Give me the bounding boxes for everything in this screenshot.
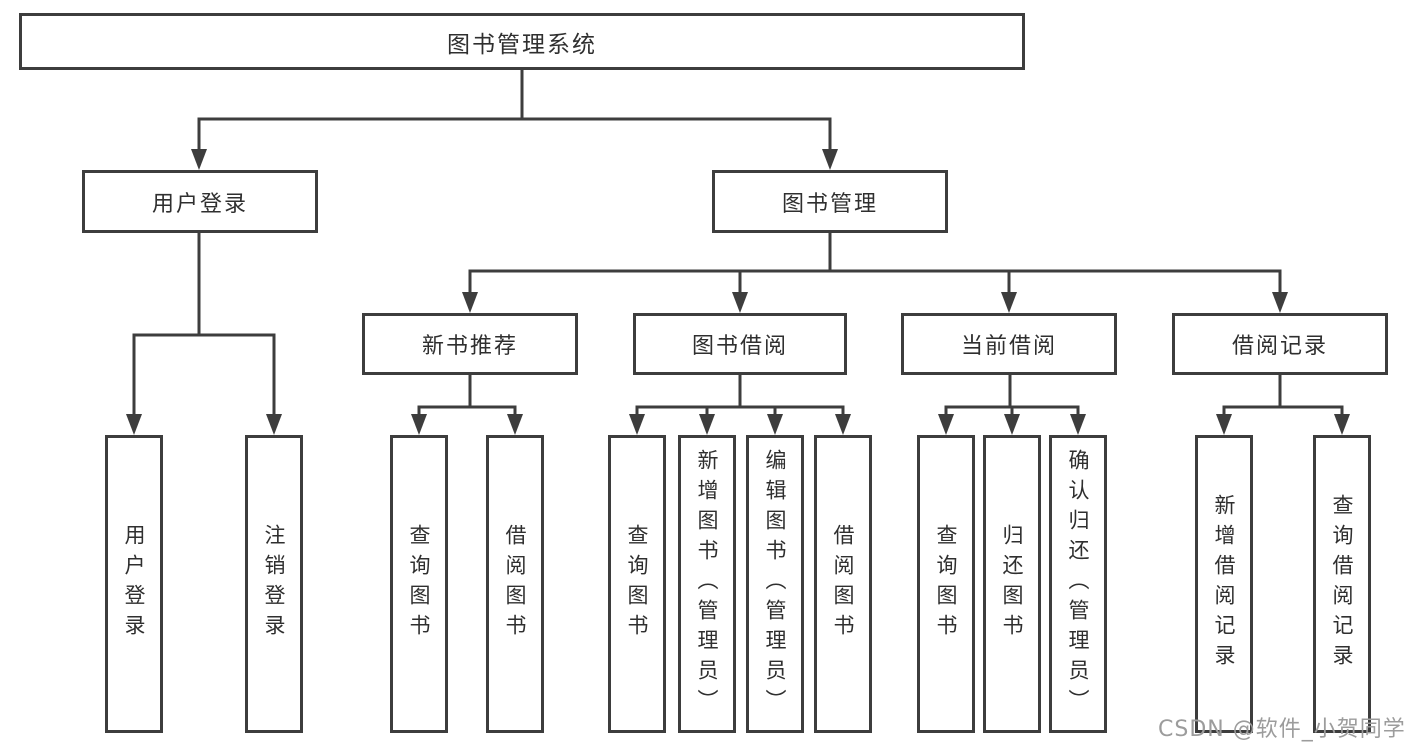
node-cb-confirm-return-admin: 确认归还（管理员）: [1049, 435, 1107, 733]
node-cb-query-book: 查询图书: [917, 435, 975, 733]
arrow-down-icon: [1070, 414, 1086, 435]
arrow-down-icon: [629, 414, 645, 435]
arrow-down-icon: [1004, 414, 1020, 435]
arrow-down-icon: [767, 414, 783, 435]
arrow-down-icon: [938, 414, 954, 435]
node-book-borrowing: 图书借阅: [633, 313, 847, 375]
node-user-login-group: 用户登录: [82, 170, 318, 233]
node-nbr-borrow-book: 借阅图书: [486, 435, 544, 733]
node-book-management: 图书管理: [712, 170, 948, 233]
arrow-down-icon: [835, 414, 851, 435]
arrow-down-icon: [1001, 292, 1017, 313]
arrow-down-icon: [1216, 414, 1232, 435]
arrow-down-icon: [732, 292, 748, 313]
node-br-query-record: 查询借阅记录: [1313, 435, 1371, 733]
node-bb-add-book-admin: 新增图书（管理员）: [678, 435, 736, 733]
node-library-management-system: 图书管理系统: [19, 13, 1025, 70]
arrow-down-icon: [1272, 292, 1288, 313]
node-bb-borrow-book: 借阅图书: [814, 435, 872, 733]
arrow-down-icon: [191, 149, 207, 170]
arrow-down-icon: [699, 414, 715, 435]
arrow-down-icon: [1334, 414, 1350, 435]
arrow-down-icon: [822, 149, 838, 170]
arrow-down-icon: [126, 414, 142, 435]
arrow-down-icon: [462, 292, 478, 313]
node-borrowing-records: 借阅记录: [1172, 313, 1388, 375]
node-br-add-record: 新增借阅记录: [1195, 435, 1253, 733]
arrow-down-icon: [411, 414, 427, 435]
node-cb-return-book: 归还图书: [983, 435, 1041, 733]
node-current-borrowing: 当前借阅: [901, 313, 1117, 375]
node-bb-query-book: 查询图书: [608, 435, 666, 733]
node-logout: 注销登录: [245, 435, 303, 733]
node-bb-edit-book-admin: 编辑图书（管理员）: [746, 435, 804, 733]
watermark: CSDN @软件_小贺同学: [1158, 717, 1405, 742]
node-new-book-recommendation: 新书推荐: [362, 313, 578, 375]
node-nbr-query-book: 查询图书: [390, 435, 448, 733]
arrow-down-icon: [266, 414, 282, 435]
arrow-down-icon: [507, 414, 523, 435]
node-user-login: 用户登录: [105, 435, 163, 733]
